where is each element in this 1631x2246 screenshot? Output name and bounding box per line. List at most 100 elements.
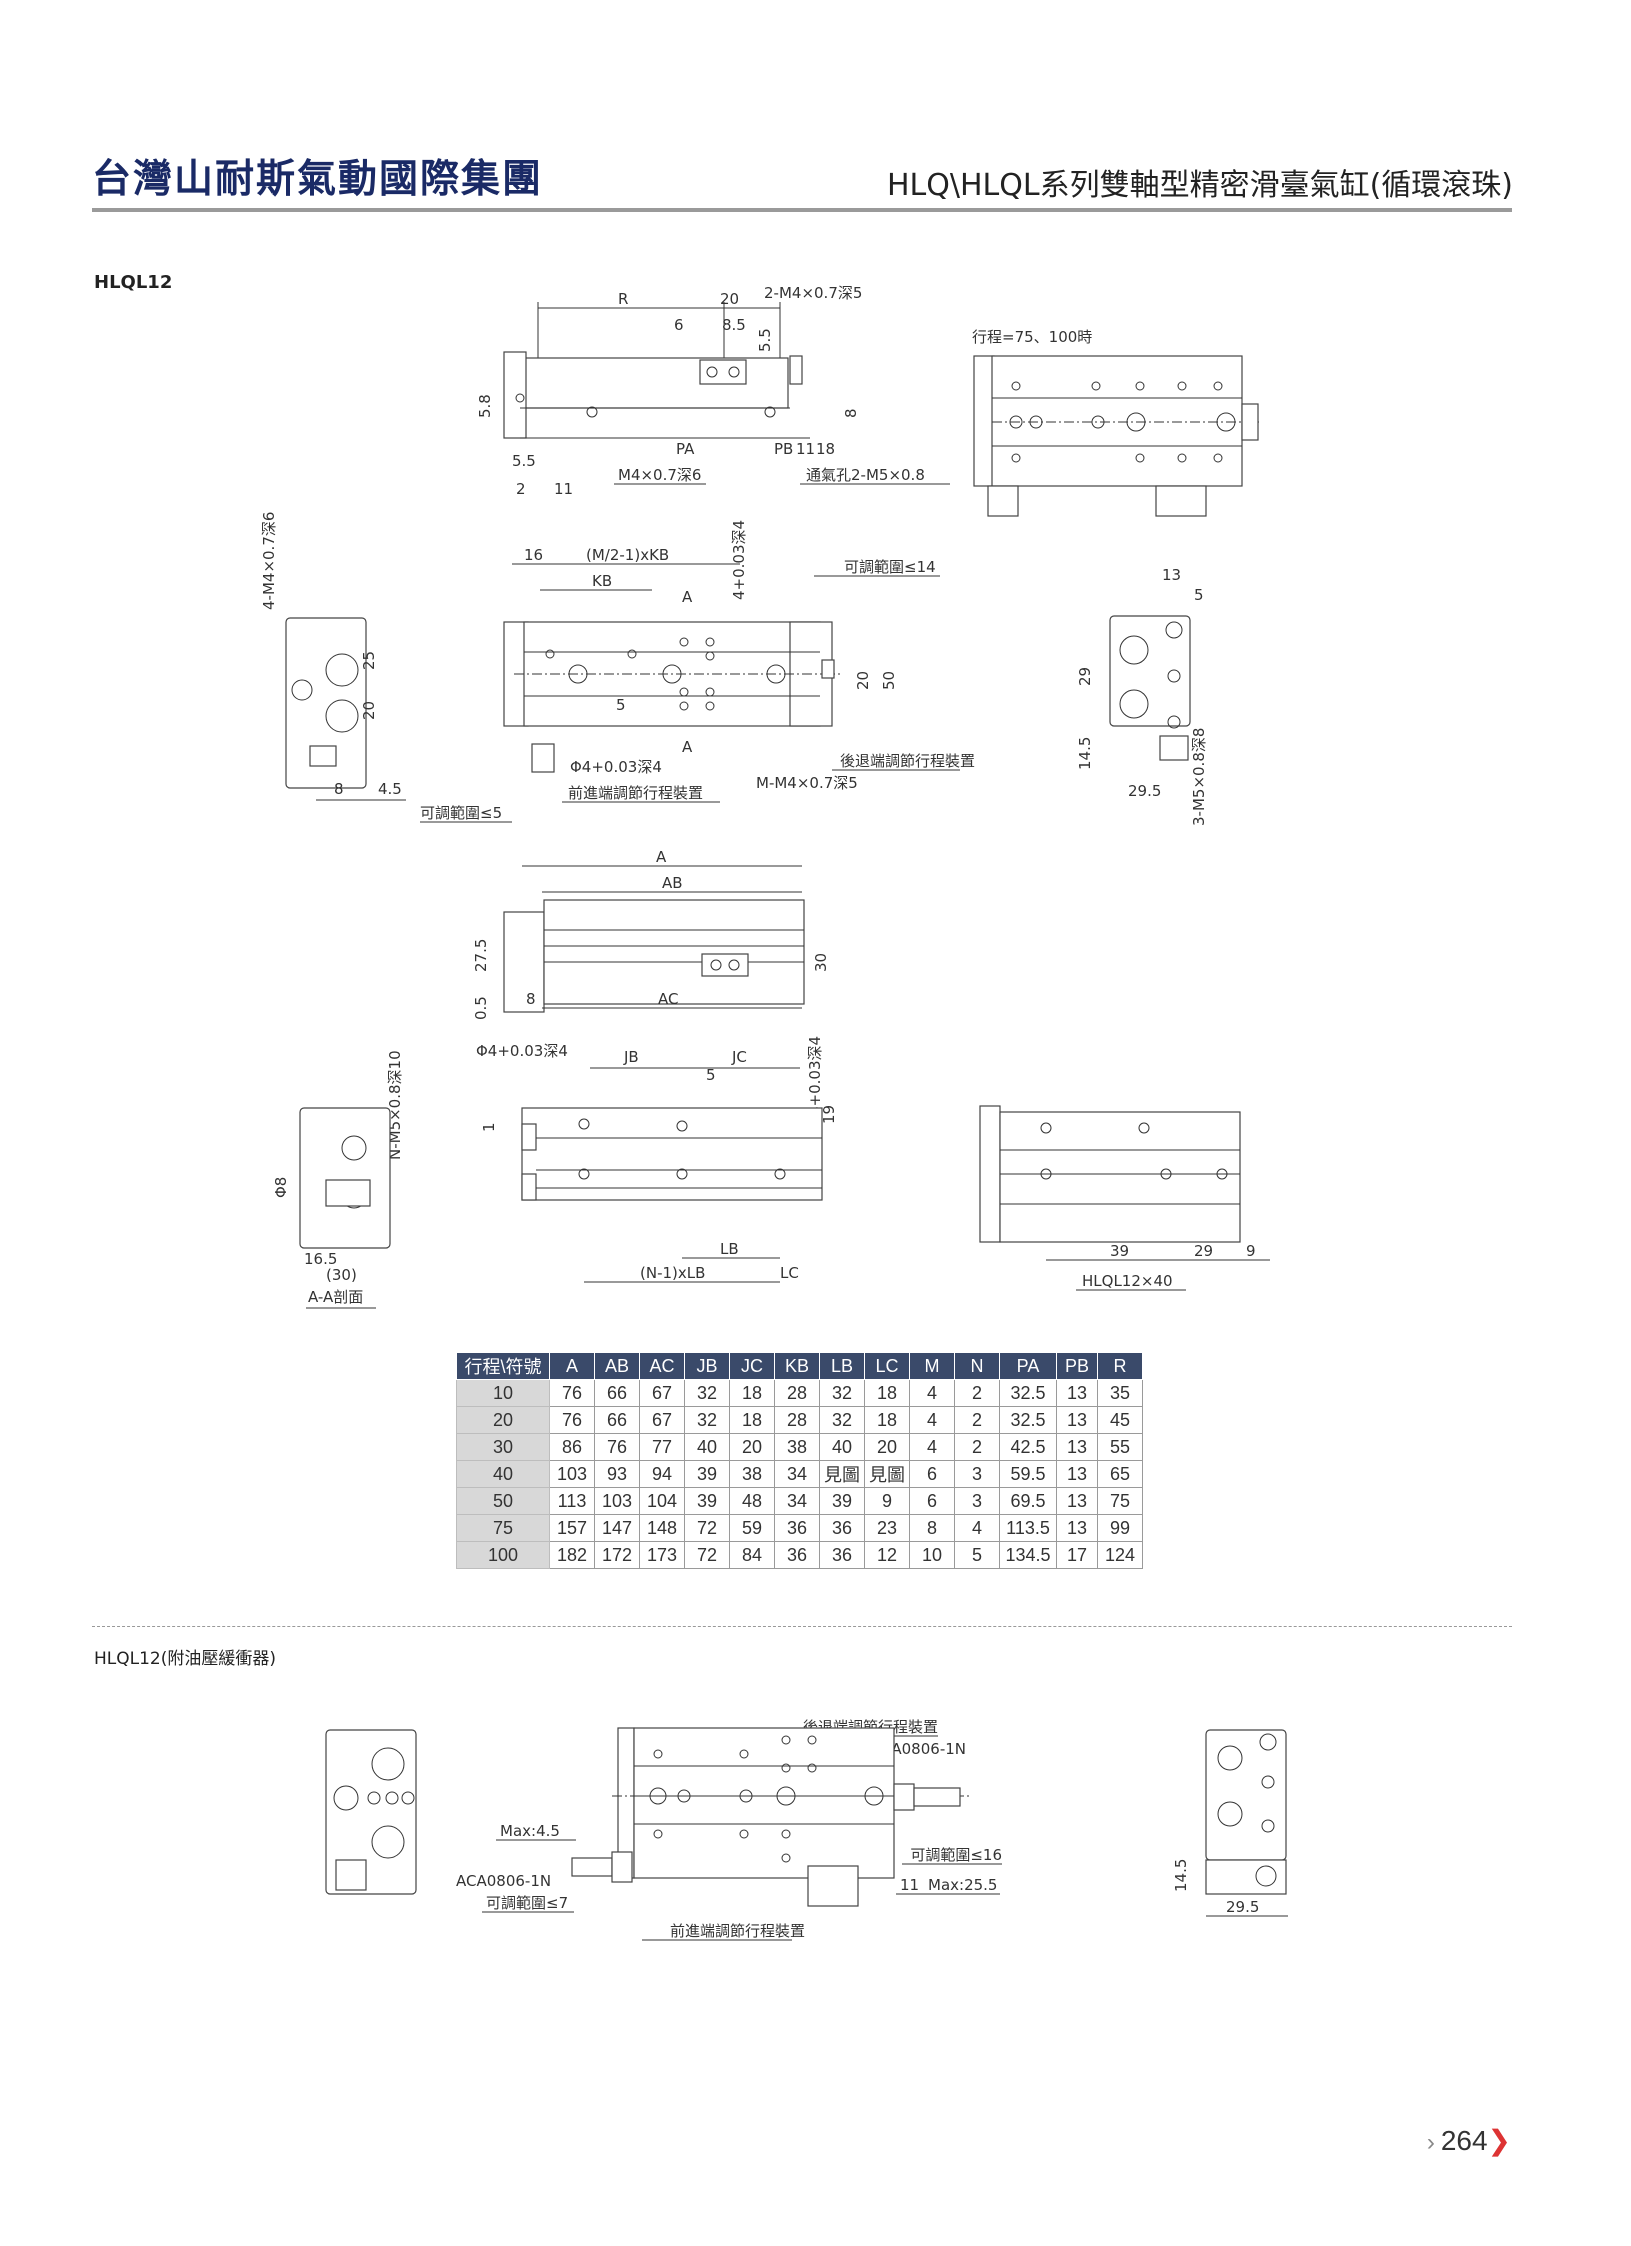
dim-4-depth-bottom: 4+0.03深4 [806, 1036, 824, 1116]
drawing-stroke-75-100: 行程=75、100時 [972, 328, 1260, 517]
dim-4-5: 4.5 [378, 780, 402, 798]
next-page-icon: ❯ [1487, 2125, 1511, 2156]
page-number: ›264❯ [1427, 2124, 1511, 2157]
vent-hole-label: 通氣孔2-M5×0.8 [806, 466, 925, 484]
th-n: N [954, 1352, 1000, 1380]
th-r: R [1097, 1352, 1143, 1380]
section-marker-a-bottom: A [682, 738, 693, 756]
th-ac: AC [639, 1352, 685, 1380]
dim-r: R [618, 290, 628, 308]
th-jb: JB [684, 1352, 730, 1380]
drawing-buffer-right-view: 14.5 29.5 [1172, 1729, 1288, 1917]
dim-jc: JC [731, 1048, 747, 1066]
tap-label-m4: M4×0.7深6 [618, 466, 701, 484]
dim-a: A [656, 848, 667, 866]
drawing-left-side-view: 4-M4×0.7深6 25 20 8 4.5 [260, 512, 406, 801]
dim-8: 8 [334, 780, 344, 798]
buffer-model-rear: ACA0806-1N [871, 1740, 966, 1758]
rear-adjust-label: 後退端調節行程裝置 [840, 752, 975, 770]
th-pb: PB [1056, 1352, 1098, 1380]
drawing-bottom-view: Φ4+0.03深4 JB JC 5 4+0.03深4 1 19 LB (N-1)… [476, 1036, 838, 1283]
dim-19: 19 [820, 1105, 838, 1124]
dim-5-right: 5 [1194, 586, 1204, 604]
dim-27-5: 27.5 [472, 939, 490, 972]
dim-11-bottom: 11 [554, 480, 573, 498]
section-marker-a-top: A [682, 588, 693, 606]
dim-39: 39 [1110, 1242, 1129, 1260]
buffer-adjust-16: 可調範圍≤16 [910, 1846, 1002, 1864]
drawing-side-view: A AB 27.5 30 0.5 8 AC [472, 848, 830, 1020]
dim-0-5: 0.5 [472, 996, 490, 1020]
buffer-dim-14-5: 14.5 [1172, 1859, 1190, 1892]
page-number-value: 264 [1440, 2125, 1488, 2156]
dim-18: 18 [816, 440, 835, 458]
dim-13: 13 [1162, 566, 1181, 584]
document-title: HLQ\HLQL系列雙軸型精密滑臺氣缸(循環滾珠) [886, 168, 1513, 203]
dim-dia-8: Φ8 [272, 1177, 290, 1198]
section-label-hlql12: HLQL12 [94, 272, 173, 293]
dim-8-side: 8 [526, 990, 536, 1008]
dia-4-depth: Φ4+0.03深4 [570, 758, 662, 776]
tap-3-m5: 3-M5×0.8深8 [1190, 728, 1208, 826]
dim-16: 16 [524, 546, 543, 564]
drawing-right-end-view: 13 5 29 14.5 29.5 3-M5×0.8深8 [1076, 566, 1208, 826]
dim-8-5: 8.5 [722, 316, 746, 334]
buffer-model-front: ACA0806-1N [456, 1872, 551, 1890]
buffer-front-adjust-label: 前進端調節行程裝置 [670, 1922, 805, 1940]
dim-29-5: 29.5 [1128, 782, 1161, 800]
dim-n-lb: (N-1)xLB [640, 1264, 705, 1282]
buffer-max-25-5: Max:25.5 [928, 1876, 997, 1894]
th-m: M [909, 1352, 955, 1380]
dia-4-bottom: Φ4+0.03深4 [476, 1042, 568, 1060]
dim-20: 20 [360, 701, 378, 720]
dim-kb: KB [592, 572, 612, 590]
dim-9: 9 [1246, 1242, 1256, 1260]
section-label-buffer: HLQL12(附油壓緩衝器) [94, 1649, 277, 1669]
dim-5-5: 5.5 [512, 452, 536, 470]
dim-20-mid: 20 [854, 671, 872, 690]
buffer-dim-29-5: 29.5 [1226, 1898, 1259, 1916]
dim-50: 50 [880, 671, 898, 690]
prev-page-icon: › [1426, 2129, 1435, 2156]
dim-1: 1 [480, 1122, 498, 1132]
th-pa: PA [999, 1352, 1057, 1380]
adjust-range-5: 可調範圍≤5 [420, 804, 502, 822]
dim-8-right: 8 [842, 408, 860, 418]
dim-29: 29 [1076, 667, 1094, 686]
dim-2: 2 [516, 480, 526, 498]
dim-ac: AC [658, 990, 678, 1008]
dim-2-m4: 2-M4×0.7深5 [764, 284, 862, 302]
dim-30-paren: (30) [326, 1266, 357, 1284]
section-divider [92, 1626, 1512, 1627]
drawing-buffer-left-view [325, 1729, 417, 1895]
dim-jb: JB [623, 1048, 639, 1066]
drawing-front-view: 16 (M/2-1)xKB 4+0.03深4 KB A 可調範圍≤14 20 5… [420, 520, 975, 823]
table-header-row: 行程\符號 A AB AC JB JC KB LB LC M N PA PB R [456, 1352, 1143, 1380]
th-a: A [549, 1352, 595, 1380]
th-lb: LB [819, 1352, 865, 1380]
buffer-max-4-5: Max:4.5 [500, 1822, 560, 1840]
dim-pa: PA [676, 440, 695, 458]
dim-25: 25 [360, 651, 378, 670]
brand-title: 台灣山耐斯氣動國際集團 [92, 157, 544, 202]
dim-pb: PB [774, 440, 793, 458]
front-adjust-label: 前進端調節行程裝置 [568, 784, 703, 802]
dim-5-bottom: 5 [706, 1066, 716, 1084]
th-stroke: 行程\符號 [456, 1352, 550, 1380]
dim-5-8: 5.8 [476, 394, 494, 418]
dim-20: 20 [720, 290, 739, 308]
dim-4-depth: 4+0.03深4 [730, 520, 748, 600]
th-jc: JC [729, 1352, 775, 1380]
tap-m-m4: M-M4×0.7深5 [756, 774, 858, 792]
th-ab: AB [594, 1352, 640, 1380]
adjust-range-14: 可調範圍≤14 [844, 558, 936, 576]
header-rule [92, 208, 1512, 212]
dim-4-m4: 4-M4×0.7深6 [260, 512, 278, 610]
dim-16-5: 16.5 [304, 1250, 337, 1268]
